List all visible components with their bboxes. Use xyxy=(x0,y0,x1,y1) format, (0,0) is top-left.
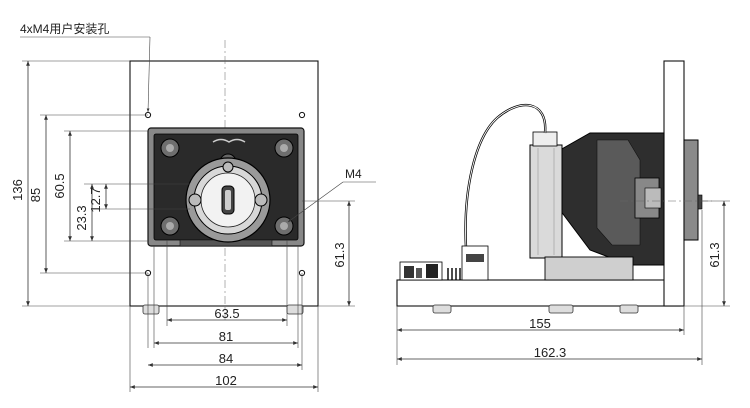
motor-body xyxy=(529,144,563,259)
dim-81: 81 xyxy=(219,329,233,344)
front-view: 4xM4用户安装孔 M4 136 85 60.5 23.3 xyxy=(10,21,376,392)
dim-155: 155 xyxy=(529,316,551,331)
dim-63-5: 63.5 xyxy=(214,306,239,321)
dim-84: 84 xyxy=(219,351,233,366)
dim-23-3: 23.3 xyxy=(74,205,89,230)
dim-12-7: 12.7 xyxy=(88,187,103,212)
hole-note-label: 4xM4用户安装孔 xyxy=(20,21,109,36)
base-plate xyxy=(396,279,681,307)
corner-screws xyxy=(160,138,294,236)
side-view: 61.3 155 162.3 xyxy=(396,60,730,365)
side-foot-2 xyxy=(548,304,574,314)
dim-85: 85 xyxy=(28,188,43,202)
foot-right xyxy=(286,304,304,315)
thread-note-label: M4 xyxy=(345,167,362,181)
dim-60-5: 60.5 xyxy=(52,173,67,198)
dim-61-3-front: 61.3 xyxy=(332,242,347,267)
dim-61-3-side: 61.3 xyxy=(707,242,722,267)
logo-mark xyxy=(212,138,246,143)
rotor-assembly xyxy=(185,157,271,243)
motor-endcap xyxy=(544,256,634,281)
front-panel xyxy=(663,60,685,307)
side-foot-3 xyxy=(619,304,639,314)
dim-102: 102 xyxy=(215,373,237,388)
connector-block xyxy=(461,245,489,281)
side-pump-head xyxy=(683,139,699,241)
dim-162-3: 162.3 xyxy=(534,345,567,360)
dim-136: 136 xyxy=(10,179,25,201)
side-foot-1 xyxy=(432,304,452,314)
foot-left xyxy=(142,304,160,315)
